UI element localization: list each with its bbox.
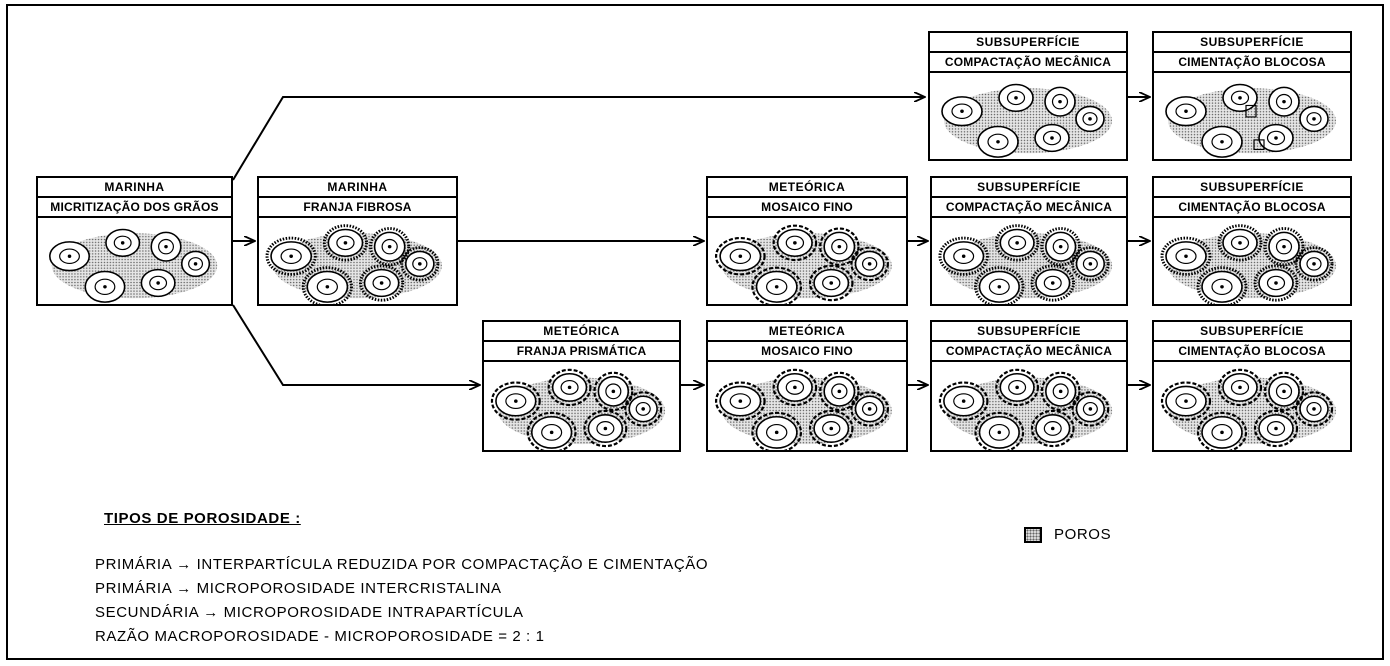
box-env-label: MARINHA bbox=[259, 178, 456, 198]
thin-section-illustration bbox=[708, 218, 906, 304]
box-subsuperficie-cimentacao-mid: SUBSUPERFÍCIE CIMENTAÇÃO BLOCOSA bbox=[1152, 176, 1352, 306]
porosity-type-line: PRIMÁRIA → INTERPARTÍCULA REDUZIDA POR C… bbox=[95, 556, 708, 573]
box-env-label: SUBSUPERFÍCIE bbox=[1154, 33, 1350, 53]
box-process-label: MOSAICO FINO bbox=[708, 198, 906, 218]
box-process-label: CIMENTAÇÃO BLOCOSA bbox=[1154, 53, 1350, 73]
box-process-label: COMPACTAÇÃO MECÂNICA bbox=[930, 53, 1126, 73]
box-meteorica-mosaico-fino-bottom: METEÓRICA MOSAICO FINO bbox=[706, 320, 908, 452]
thin-section-illustration bbox=[930, 73, 1126, 159]
box-process-label: COMPACTAÇÃO MECÂNICA bbox=[932, 342, 1126, 362]
thin-section-illustration bbox=[484, 362, 679, 450]
box-subsuperficie-cimentacao-bottom: SUBSUPERFÍCIE CIMENTAÇÃO BLOCOSA bbox=[1152, 320, 1352, 452]
poros-legend: POROS bbox=[1024, 526, 1111, 543]
thin-section-illustration bbox=[38, 218, 231, 304]
legend-title: TIPOS DE POROSIDADE : bbox=[104, 510, 301, 527]
box-env-label: MARINHA bbox=[38, 178, 231, 198]
box-env-label: METEÓRICA bbox=[484, 322, 679, 342]
box-process-label: FRANJA FIBROSA bbox=[259, 198, 456, 218]
box-meteorica-mosaico-fino-mid: METEÓRICA MOSAICO FINO bbox=[706, 176, 908, 306]
box-subsuperficie-cimentacao-top: SUBSUPERFÍCIE CIMENTAÇÃO BLOCOSA bbox=[1152, 31, 1352, 161]
thin-section-illustration bbox=[932, 362, 1126, 450]
box-process-label: FRANJA PRISMÁTICA bbox=[484, 342, 679, 362]
pores-swatch-icon bbox=[1024, 527, 1042, 543]
arrow-marinha-to-subsuperficie-top bbox=[233, 97, 925, 180]
box-process-label: MOSAICO FINO bbox=[708, 342, 906, 362]
box-subsuperficie-compactacao-top: SUBSUPERFÍCIE COMPACTAÇÃO MECÂNICA bbox=[928, 31, 1128, 161]
box-process-label: COMPACTAÇÃO MECÂNICA bbox=[932, 198, 1126, 218]
thin-section-illustration bbox=[1154, 218, 1350, 304]
porosity-type-line: SECUNDÁRIA → MICROPOROSIDADE INTRAPARTÍC… bbox=[95, 604, 524, 621]
box-process-label: CIMENTAÇÃO BLOCOSA bbox=[1154, 198, 1350, 218]
box-process-label: MICRITIZAÇÃO DOS GRÃOS bbox=[38, 198, 231, 218]
arrow-marinha-to-franja-prismatica bbox=[233, 305, 480, 385]
thin-section-illustration bbox=[708, 362, 906, 450]
box-env-label: METEÓRICA bbox=[708, 178, 906, 198]
box-env-label: SUBSUPERFÍCIE bbox=[930, 33, 1126, 53]
poros-label: POROS bbox=[1054, 526, 1111, 543]
box-subsuperficie-compactacao-mid: SUBSUPERFÍCIE COMPACTAÇÃO MECÂNICA bbox=[930, 176, 1128, 306]
box-env-label: METEÓRICA bbox=[708, 322, 906, 342]
porosity-type-line: PRIMÁRIA → MICROPOROSIDADE INTERCRISTALI… bbox=[95, 580, 502, 597]
box-env-label: SUBSUPERFÍCIE bbox=[932, 178, 1126, 198]
box-marinha-franja-fibrosa: MARINHA FRANJA FIBROSA bbox=[257, 176, 458, 306]
box-env-label: SUBSUPERFÍCIE bbox=[932, 322, 1126, 342]
porosity-type-line: RAZÃO MACROPOROSIDADE - MICROPOROSIDADE … bbox=[95, 628, 545, 645]
thin-section-illustration bbox=[932, 218, 1126, 304]
thin-section-illustration bbox=[259, 218, 456, 304]
box-subsuperficie-compactacao-bottom: SUBSUPERFÍCIE COMPACTAÇÃO MECÂNICA bbox=[930, 320, 1128, 452]
box-env-label: SUBSUPERFÍCIE bbox=[1154, 178, 1350, 198]
box-process-label: CIMENTAÇÃO BLOCOSA bbox=[1154, 342, 1350, 362]
box-meteorica-franja-prismatica: METEÓRICA FRANJA PRISMÁTICA bbox=[482, 320, 681, 452]
thin-section-illustration bbox=[1154, 362, 1350, 450]
thin-section-illustration bbox=[1154, 73, 1350, 159]
box-env-label: SUBSUPERFÍCIE bbox=[1154, 322, 1350, 342]
box-marinha-micritizacao: MARINHA MICRITIZAÇÃO DOS GRÃOS bbox=[36, 176, 233, 306]
